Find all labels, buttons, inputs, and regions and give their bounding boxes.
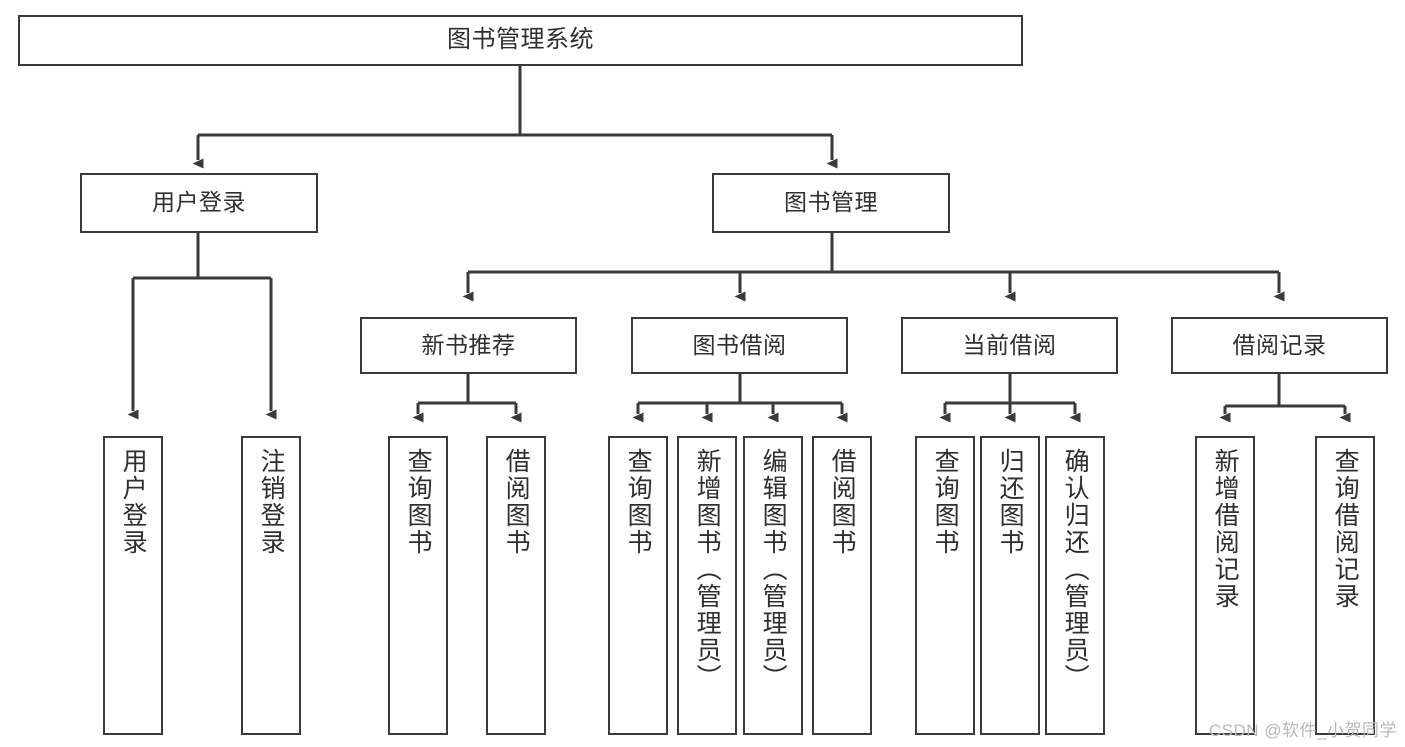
- leaf-borrow-add-book-admin-label: 新增图书（管理员）: [693, 448, 722, 691]
- node-borrow-record-label: 借阅记录: [1232, 331, 1327, 358]
- leaf-user-logout[interactable]: 注销登录: [241, 436, 301, 735]
- leaf-recommend-borrow-book[interactable]: 借阅图书: [486, 436, 546, 735]
- leaf-user-logout-label: 注销登录: [257, 448, 286, 556]
- node-book-borrow-label: 图书借阅: [692, 331, 787, 358]
- node-borrow-record[interactable]: 借阅记录: [1171, 317, 1388, 374]
- leaf-record-query-record[interactable]: 查询借阅记录: [1315, 436, 1375, 735]
- leaf-record-add-record[interactable]: 新增借阅记录: [1195, 436, 1255, 735]
- leaf-recommend-borrow-book-label: 借阅图书: [502, 448, 531, 556]
- node-root-label: 图书管理系统: [447, 26, 594, 54]
- node-current-borrow-label: 当前借阅: [962, 331, 1057, 358]
- leaf-current-confirm-return-admin-label: 确认归还（管理员）: [1061, 448, 1090, 691]
- leaf-record-query-record-label: 查询借阅记录: [1331, 448, 1360, 610]
- leaf-current-query-book-label: 查询图书: [931, 448, 960, 556]
- node-user-login-label: 用户登录: [152, 189, 246, 216]
- node-new-book-recommend-label: 新书推荐: [421, 331, 516, 358]
- leaf-recommend-query-book[interactable]: 查询图书: [388, 436, 448, 735]
- watermark: CSDN @软件_小贺同学: [1208, 721, 1397, 740]
- node-new-book-recommend[interactable]: 新书推荐: [360, 317, 577, 374]
- leaf-current-confirm-return-admin[interactable]: 确认归还（管理员）: [1045, 436, 1105, 735]
- leaf-borrow-borrow-book-label: 借阅图书: [828, 448, 857, 556]
- node-book-borrow[interactable]: 图书借阅: [631, 317, 848, 374]
- leaf-borrow-edit-book-admin[interactable]: 编辑图书（管理员）: [743, 436, 803, 735]
- leaf-borrow-query-book-label: 查询图书: [624, 448, 653, 556]
- leaf-borrow-edit-book-admin-label: 编辑图书（管理员）: [759, 448, 788, 691]
- leaf-user-login[interactable]: 用户登录: [103, 436, 163, 735]
- leaf-current-return-book-label: 归还图书: [996, 448, 1025, 556]
- node-root[interactable]: 图书管理系统: [18, 15, 1023, 66]
- leaf-current-return-book[interactable]: 归还图书: [980, 436, 1040, 735]
- leaf-borrow-add-book-admin[interactable]: 新增图书（管理员）: [677, 436, 737, 735]
- leaf-record-add-record-label: 新增借阅记录: [1211, 448, 1240, 610]
- node-user-login[interactable]: 用户登录: [80, 173, 318, 233]
- leaf-borrow-query-book[interactable]: 查询图书: [608, 436, 668, 735]
- node-book-management-label: 图书管理: [784, 189, 878, 216]
- leaf-borrow-borrow-book[interactable]: 借阅图书: [812, 436, 872, 735]
- node-current-borrow[interactable]: 当前借阅: [901, 317, 1118, 374]
- node-book-management[interactable]: 图书管理: [712, 173, 950, 233]
- leaf-current-query-book[interactable]: 查询图书: [915, 436, 975, 735]
- leaf-recommend-query-book-label: 查询图书: [404, 448, 433, 556]
- leaf-user-login-label: 用户登录: [119, 448, 148, 556]
